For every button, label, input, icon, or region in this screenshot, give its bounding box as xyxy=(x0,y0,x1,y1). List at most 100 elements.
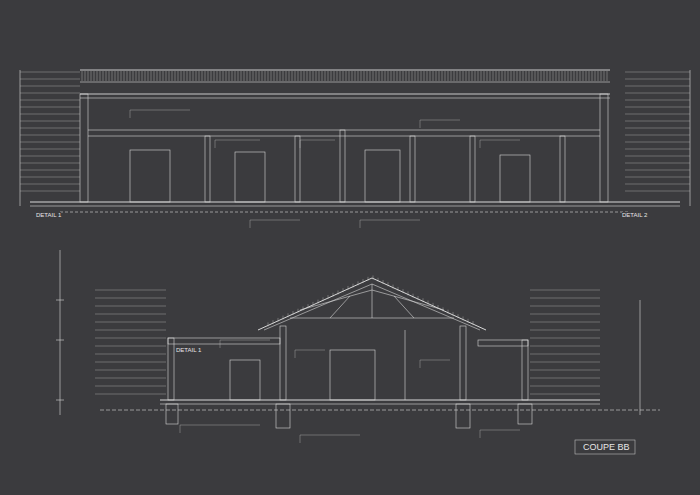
annotation-leader xyxy=(625,72,690,73)
roof-tile-line xyxy=(348,286,349,290)
annotation-leader xyxy=(180,425,260,426)
annotation-leader xyxy=(215,140,216,148)
roof-tile-line xyxy=(418,71,419,81)
roof-tile-line xyxy=(493,71,494,81)
annotation-leader xyxy=(20,72,80,73)
long-section xyxy=(20,70,690,212)
annotation-leader xyxy=(625,142,690,143)
roof-tile-line xyxy=(293,311,294,315)
roof-tile-line xyxy=(181,71,182,81)
roof-tile-line xyxy=(487,71,488,81)
roof-tile-line xyxy=(157,71,158,81)
annotation-leader xyxy=(300,435,301,443)
annotation-leader xyxy=(530,354,600,355)
roof-tile-line xyxy=(250,71,251,81)
roof-tile-line xyxy=(169,71,170,81)
roof-tile-line xyxy=(259,71,260,81)
roof-tile-line xyxy=(363,279,364,283)
annotation-leader xyxy=(95,394,166,395)
roof-tile-line xyxy=(370,71,371,81)
roof-tile-line xyxy=(367,71,368,81)
roof-tile-line xyxy=(127,71,128,81)
annotation-leader xyxy=(20,170,80,171)
roof-tile-line xyxy=(496,71,497,81)
roof-tile-line xyxy=(274,71,275,81)
roof-tile-line xyxy=(598,71,599,81)
annotation-leader xyxy=(95,386,166,387)
annotation-leader xyxy=(95,290,166,291)
roof-tile-line xyxy=(196,71,197,81)
annotation-leader xyxy=(20,100,80,101)
annotation-leader xyxy=(420,120,460,121)
annotation-leader xyxy=(250,220,300,221)
roof-tile-line xyxy=(163,71,164,81)
roof-hatching xyxy=(82,71,607,326)
annotation-leader xyxy=(95,370,166,371)
annotation-leader xyxy=(20,128,80,129)
annotation-leader xyxy=(625,177,690,178)
detail-reference: DETAIL 1 xyxy=(176,347,201,354)
roof-tile-line xyxy=(244,71,245,81)
annotation-leader xyxy=(250,220,251,228)
annotation-leader xyxy=(300,140,301,148)
roof-tile-line xyxy=(550,71,551,81)
roof-tile-line xyxy=(383,280,384,284)
roof-tile-line xyxy=(568,71,569,81)
roof-tile-line xyxy=(202,71,203,81)
roof-tile-line xyxy=(109,71,110,81)
roof-tile-line xyxy=(292,71,293,81)
roof-tile-line xyxy=(298,71,299,81)
roof-tile-line xyxy=(553,71,554,81)
annotation-leader xyxy=(530,378,600,379)
annotation-leader xyxy=(530,290,600,291)
roof-tile-line xyxy=(511,71,512,81)
roof-tile-line xyxy=(439,71,440,81)
annotation-leader xyxy=(20,86,80,87)
roof-tile-line xyxy=(343,288,344,292)
roof-tile-line xyxy=(85,71,86,81)
roof-tile-line xyxy=(473,321,474,325)
roof-tile-line xyxy=(229,71,230,81)
annotation-leader xyxy=(420,360,450,361)
roof-tile-line xyxy=(106,71,107,81)
annotation-leader xyxy=(300,140,335,141)
roof-tile-line xyxy=(265,71,266,81)
annotation-leader xyxy=(625,114,690,115)
roof-tile-line xyxy=(328,295,329,299)
roof-tile-line xyxy=(544,71,545,81)
annotation-leader xyxy=(625,128,690,129)
roof-tile-line xyxy=(466,71,467,81)
annotation-leader xyxy=(180,425,181,433)
roof-tile-line xyxy=(403,289,404,293)
roof-tile-line xyxy=(94,71,95,81)
roof-tile-line xyxy=(151,71,152,81)
roof-tile-line xyxy=(438,305,439,309)
roof-tile-line xyxy=(304,71,305,81)
roof-tile-line xyxy=(463,71,464,81)
roof-tile-line xyxy=(535,71,536,81)
roof-tile-line xyxy=(112,71,113,81)
roof-tile-line xyxy=(310,71,311,81)
title-frame xyxy=(575,440,635,454)
roof-tile-line xyxy=(277,71,278,81)
section-title: COUPE BB xyxy=(583,443,630,453)
roof-tile-line xyxy=(313,71,314,81)
roof-tile-line xyxy=(409,71,410,81)
roof-tile-line xyxy=(187,71,188,81)
roof-tile-line xyxy=(468,319,469,323)
annotation-leader xyxy=(360,220,420,221)
roof-tile-line xyxy=(385,71,386,81)
roof-tile-line xyxy=(538,71,539,81)
roof-tile-line xyxy=(373,71,374,81)
roof-tile-line xyxy=(288,313,289,317)
roof-tile-line xyxy=(214,71,215,81)
roof-tile-line xyxy=(193,71,194,81)
roof-tile-line xyxy=(283,316,284,320)
roof-tile-line xyxy=(343,71,344,81)
annotation-leader xyxy=(20,114,80,115)
annotation-leader xyxy=(20,142,80,143)
annotation-leader xyxy=(530,306,600,307)
roof-tile-line xyxy=(421,71,422,81)
roof-tile-line xyxy=(298,309,299,313)
roof-tile-line xyxy=(529,71,530,81)
